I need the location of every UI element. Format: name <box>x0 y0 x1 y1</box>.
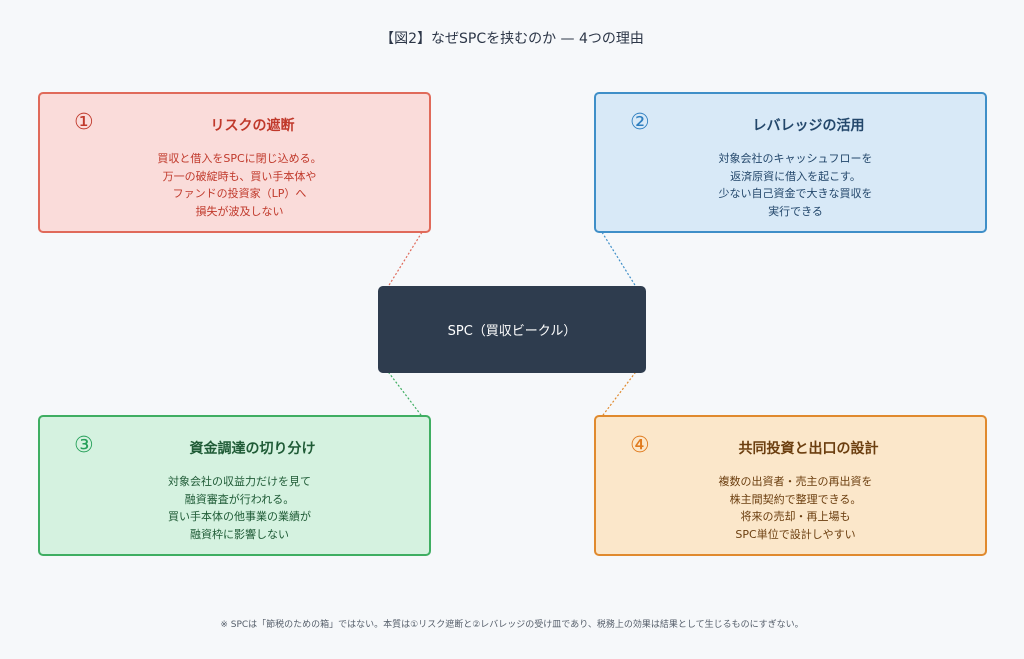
footnote: ※ SPCは「節税のための箱」ではない。本質は①リスク遮断と②レバレッジの受け皿… <box>220 620 804 630</box>
card-number: ② <box>630 110 650 135</box>
card-body-line: 買い手本体の他事業の業績が <box>168 510 311 523</box>
connector-3 <box>385 368 425 420</box>
card-body-line: 万一の破綻時も、買い手本体や <box>162 169 317 183</box>
card-heading: レバレッジの活用 <box>752 118 865 134</box>
card-number: ④ <box>630 433 650 458</box>
card-body-line: 返済原資に借入を起こす。 <box>730 169 861 183</box>
card-body: 買収と借入をSPCに閉じ込める。 万一の破綻時も、買い手本体や ファンドの投資家… <box>40 150 429 220</box>
card-body-line: ファンドの投資家（LP）へ <box>172 187 307 200</box>
card-body: 複数の出資者・売主の再出資を 株主間契約で整理できる。 将来の売却・再上場も S… <box>596 473 985 543</box>
card-number: ① <box>74 110 94 135</box>
card-body-line: 買収と借入をSPCに閉じ込める。 <box>157 152 322 165</box>
card-body-line: 将来の売却・再上場も <box>740 510 851 523</box>
reason-card-leverage: ② レバレッジの活用 対象会社のキャッシュフローを 返済原資に借入を起こす。 少… <box>594 92 987 233</box>
reason-card-co-investment-exit: ④ 共同投資と出口の設計 複数の出資者・売主の再出資を 株主間契約で整理できる。… <box>594 415 987 556</box>
card-heading: 資金調達の切り分け <box>189 441 316 457</box>
connector-4 <box>599 368 639 420</box>
card-body-line: 融資枠に影響しない <box>190 527 289 541</box>
card-body-line: 対象会社のキャッシュフローを <box>718 152 873 165</box>
reason-card-financing-separation: ③ 資金調達の切り分け 対象会社の収益力だけを見て 融資審査が行われる。 買い手… <box>38 415 431 556</box>
card-body-line: 複数の出資者・売主の再出資を <box>718 475 873 488</box>
card-body-line: 少ない自己資金で大きな買収を <box>718 187 873 200</box>
card-heading: リスクの遮断 <box>210 118 295 134</box>
card-body-line: 株主間契約で整理できる。 <box>729 492 862 506</box>
card-body: 対象会社の収益力だけを見て 融資審査が行われる。 買い手本体の他事業の業績が 融… <box>40 473 429 543</box>
card-body: 対象会社のキャッシュフローを 返済原資に借入を起こす。 少ない自己資金で大きな買… <box>596 150 985 220</box>
spc-center-box: SPC（買収ビークル） <box>378 286 646 373</box>
reason-card-risk-isolation: ① リスクの遮断 買収と借入をSPCに閉じ込める。 万一の破綻時も、買い手本体や… <box>38 92 431 233</box>
connector-1 <box>385 228 425 291</box>
card-body-line: 融資審査が行われる。 <box>184 492 295 506</box>
card-number: ③ <box>74 433 94 458</box>
card-heading: 共同投資と出口の設計 <box>738 441 879 457</box>
connector-2 <box>599 228 639 291</box>
card-body-line: 対象会社の収益力だけを見て <box>168 475 311 488</box>
diagram-title: 【図2】なぜSPCを挟むのか — 4つの理由 <box>380 31 644 47</box>
card-body-line: 実行できる <box>768 204 823 218</box>
card-body-line: 損失が波及しない <box>195 204 284 218</box>
card-body-line: SPC単位で設計しやすい <box>735 527 856 541</box>
